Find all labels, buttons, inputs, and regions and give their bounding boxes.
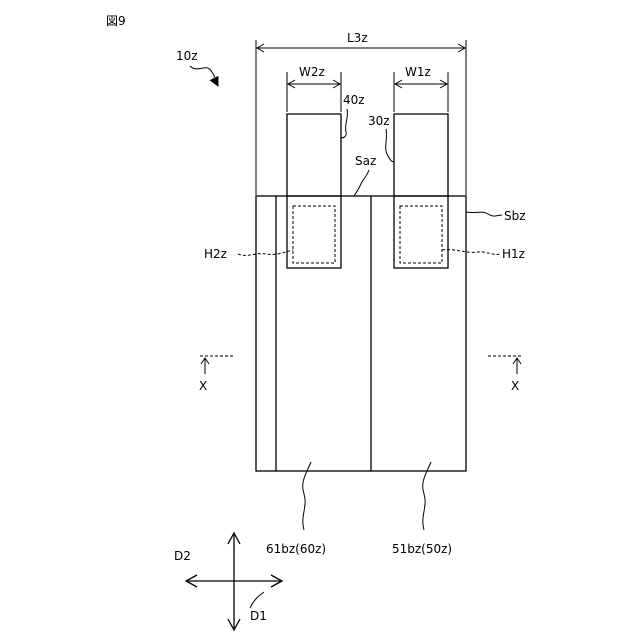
assembly-ref-label: 10z (176, 49, 198, 63)
left-tab-lower (287, 196, 341, 268)
hatched-region-left (293, 206, 335, 263)
right-tab-upper (394, 114, 448, 196)
l3z-label: L3z (347, 31, 368, 45)
tab-edge-label: Saz (355, 154, 376, 168)
body-edge-label: Sbz (504, 209, 526, 223)
right-tab-label: 30z (368, 114, 390, 128)
hatched-left-label: H2z (204, 247, 227, 261)
hatched-left-leader (238, 250, 293, 255)
hatched-right-leader (442, 250, 500, 255)
body-edge-leader (466, 212, 502, 216)
axis-vertical-label: D2 (174, 549, 191, 563)
right-tab-lower (394, 196, 448, 268)
right-electrode-label: 51bz(50z) (392, 542, 452, 556)
axis-horizontal-leader (250, 592, 264, 608)
axis-horizontal-label: D1 (250, 609, 267, 623)
right-electrode-leader (423, 462, 431, 530)
w2z-label: W2z (299, 65, 325, 79)
left-tab-leader (341, 109, 347, 138)
left-tab-upper (287, 114, 341, 196)
section-left-label: X (199, 379, 207, 393)
right-tab-leader (386, 129, 394, 162)
left-tab-label: 40z (343, 93, 365, 107)
hatched-region-right (400, 206, 442, 263)
left-electrode-label: 61bz(60z) (266, 542, 326, 556)
assembly-ref-leader (190, 66, 218, 86)
left-electrode-leader (303, 462, 311, 530)
figure-title: 図9 (106, 14, 126, 28)
tab-edge-leader (354, 170, 369, 196)
section-right-label: X (511, 379, 519, 393)
left-tab-hidden-edge (287, 196, 341, 268)
w1z-label: W1z (405, 65, 431, 79)
hatched-right-label: H1z (502, 247, 525, 261)
